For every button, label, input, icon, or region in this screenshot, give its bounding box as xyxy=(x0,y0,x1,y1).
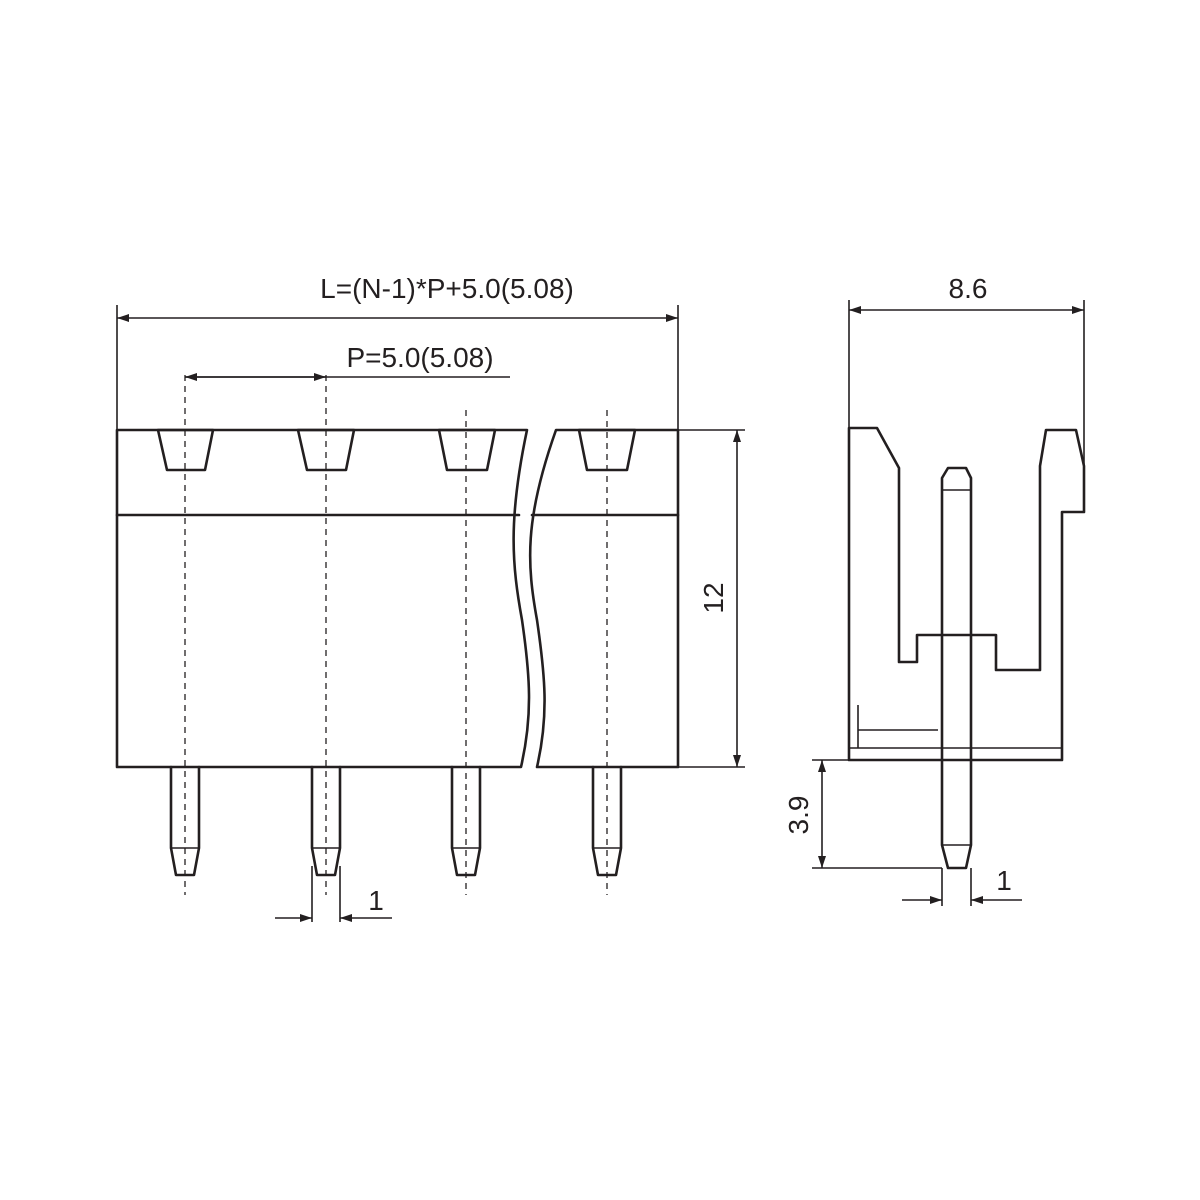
front-slot xyxy=(156,428,215,472)
pin-length-label: 3.9 xyxy=(783,796,814,835)
front-body-left xyxy=(115,428,531,769)
side-body-section xyxy=(847,426,1086,762)
side-view: 8.6 3.9 1 xyxy=(783,273,1086,906)
height-label: 12 xyxy=(698,582,729,613)
front-slot xyxy=(296,428,356,472)
pin-width-label: 1 xyxy=(368,885,384,916)
front-body-right xyxy=(528,428,680,769)
pitch-label: P=5.0(5.08) xyxy=(346,342,493,373)
side-pin-width-label: 1 xyxy=(996,865,1012,896)
front-slot xyxy=(437,428,497,472)
length-label: L=(N-1)*P+5.0(5.08) xyxy=(320,273,574,304)
depth-label: 8.6 xyxy=(949,273,988,304)
front-slot xyxy=(577,428,637,472)
side-bottom-slot xyxy=(858,705,938,748)
front-view: L=(N-1)*P+5.0(5.08) P=5.0(5.08) 12 1 xyxy=(115,273,745,922)
side-pin xyxy=(940,466,973,870)
